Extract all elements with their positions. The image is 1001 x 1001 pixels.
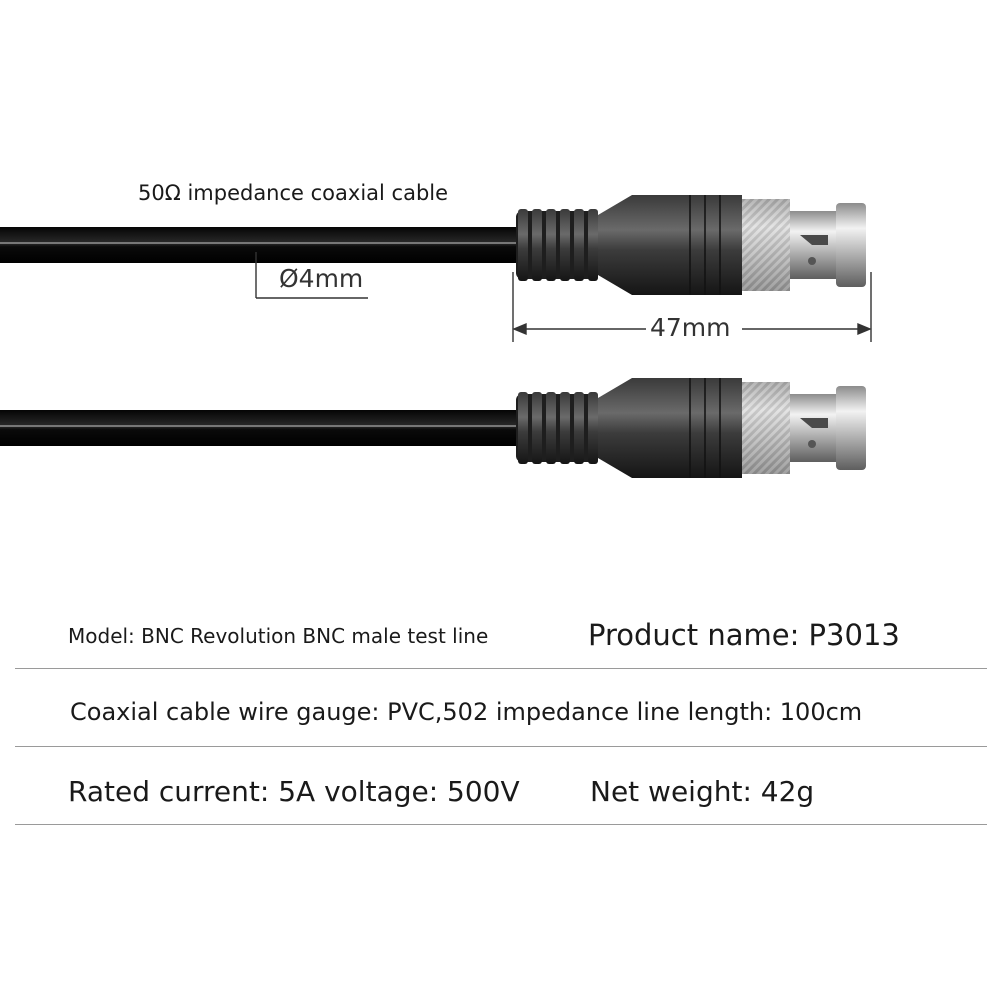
diameter-indicator [255, 252, 368, 299]
diameter-label: Ø4mm [279, 264, 364, 293]
cable-illustration [0, 194, 872, 479]
bnc-connector-icon [0, 194, 867, 296]
rating-text: Rated current: 5A voltage: 500V [68, 775, 520, 808]
spec-divider [15, 668, 987, 669]
dimension-arrow-icon [512, 272, 872, 342]
bnc-connector-icon [0, 377, 867, 479]
length-label: 47mm [650, 313, 731, 342]
product-name-text: Product name: P3013 [588, 618, 900, 652]
model-text: Model: BNC Revolution BNC male test line [68, 624, 489, 648]
cable-label: 50Ω impedance coaxial cable [138, 181, 449, 205]
net-weight-text: Net weight: 42g [590, 775, 815, 808]
spec-divider [15, 824, 987, 825]
wire-gauge-text: Coaxial cable wire gauge: PVC,502 impeda… [70, 698, 863, 726]
spec-divider [15, 746, 987, 747]
